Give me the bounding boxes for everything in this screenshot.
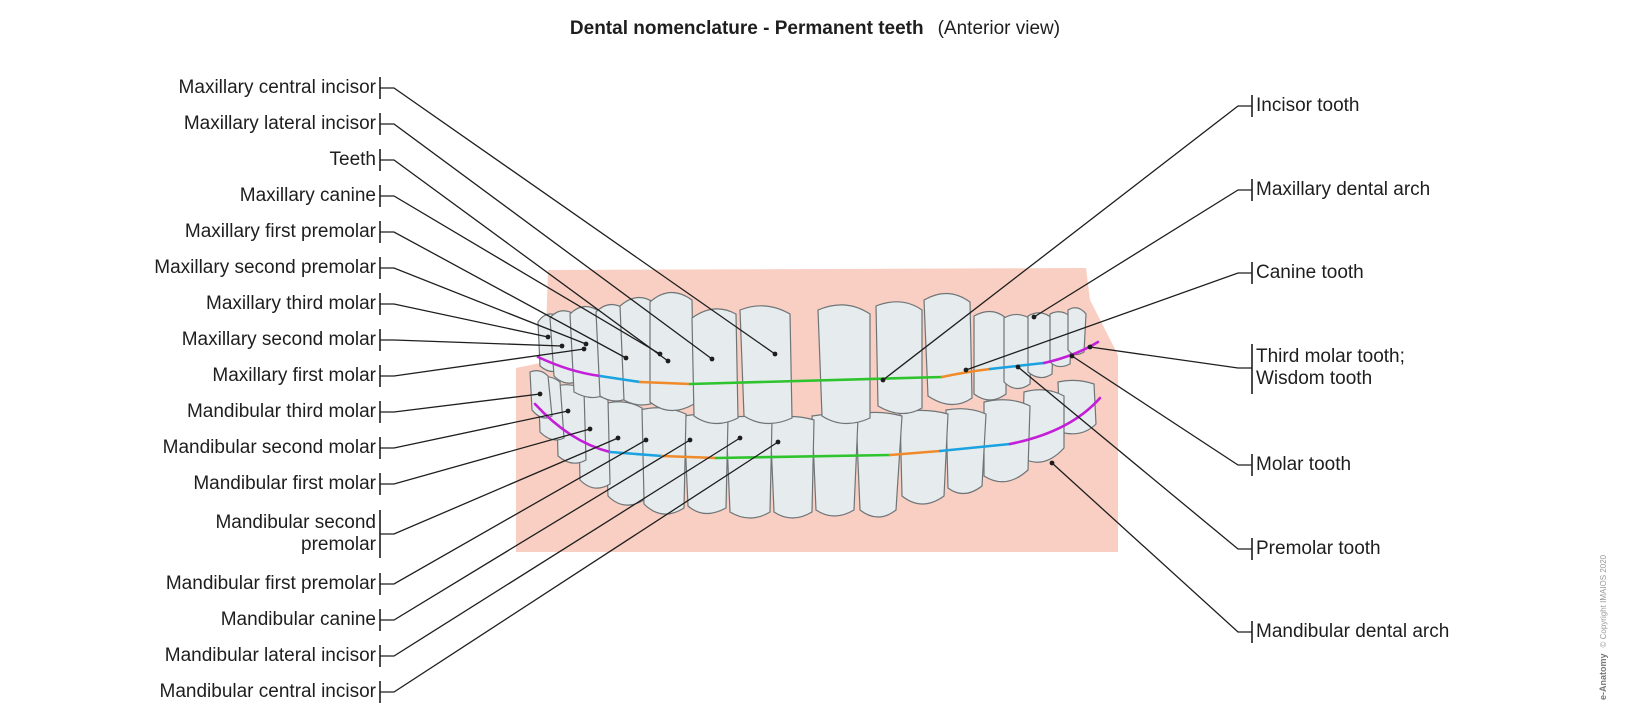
page-subtitle: (Anterior view): [937, 18, 1061, 39]
mandibular-canine-segment-left: [660, 454, 718, 460]
maxillary-lateral-incisor-left: [691, 308, 739, 425]
mandibular-third-molar-right: [1057, 379, 1097, 435]
mandibular-second-premolar-right: [945, 408, 987, 495]
label-maxillary-second-molar: Maxillary second molar: [181, 329, 376, 350]
left-leader-lines: [380, 87, 779, 693]
mandibular-second-molar-right: [1021, 389, 1065, 463]
label-maxillary-third-molar: Maxillary third molar: [206, 293, 376, 314]
mandibular-central-incisor-left: [725, 415, 773, 519]
mandibular-first-molar-left: [555, 384, 587, 464]
label-maxillary-canine: Maxillary canine: [239, 185, 376, 206]
watermark: e-Anatomy © Copyright IMAIOS 2020: [1598, 555, 1608, 700]
label-mandibular-second-molar: Mandibular second molar: [162, 437, 376, 458]
maxillary-canine-right: [923, 292, 973, 406]
maxillary-central-incisor-right: [817, 304, 871, 425]
mandibular-premolar-segment-right: [938, 442, 1012, 453]
label-mandibular-canine: Mandibular canine: [220, 609, 376, 630]
maxillary-canine-segment-right: [940, 367, 992, 379]
watermark-brand: e-Anatomy: [1598, 653, 1608, 700]
mandibular-incisor-segment: [714, 453, 892, 460]
label-maxillary-first-molar: Maxillary first molar: [212, 365, 376, 386]
mandibular-central-incisor-right: [769, 415, 815, 519]
label-incisor-tooth: Incisor tooth: [1256, 95, 1360, 116]
maxillary-lateral-incisor-right: [875, 301, 923, 415]
diagram-title: Dental nomenclature - Permanent teeth (An…: [0, 18, 1630, 40]
label-premolar-tooth: Premolar tooth: [1256, 538, 1381, 559]
label-maxillary-dental-arch: Maxillary dental arch: [1256, 179, 1431, 200]
mandibular-teeth: [529, 370, 1097, 519]
mandibular-lateral-incisor-right: [811, 413, 859, 517]
page-title: Dental nomenclature - Permanent teeth: [569, 18, 924, 39]
label-mandibular-lateral-incisor: Mandibular lateral incisor: [164, 645, 376, 666]
mandibular-molar-segment-right: [1008, 396, 1102, 446]
label-canine-tooth: Canine tooth: [1256, 262, 1364, 283]
label-mandibular-third-molar: Mandibular third molar: [186, 401, 376, 422]
mandibular-molar-segment-left: [533, 402, 612, 454]
label-molar-tooth: Molar tooth: [1256, 454, 1352, 475]
mandibular-first-premolar-right: [899, 409, 949, 505]
mandibular-first-molar-right: [983, 399, 1031, 483]
mandibular-premolar-segment-left: [608, 450, 664, 458]
label-mandibular-first-molar: Mandibular first molar: [193, 473, 376, 494]
label-mandibular-dental-arch: Mandibular dental arch: [1256, 621, 1450, 642]
label-mandibular-central-incisor: Mandibular central incisor: [159, 681, 377, 702]
maxillary-incisor-segment: [688, 375, 944, 386]
maxillary-canine-segment-left: [638, 380, 692, 386]
label-teeth: Teeth: [329, 149, 376, 170]
maxillary-central-incisor-left: [739, 305, 793, 425]
pointer-dots: [537, 314, 1093, 466]
mandibular-canine-right: [855, 411, 903, 518]
mandibular-canine-left: [639, 407, 687, 515]
maxillary-first-premolar-right: [973, 310, 1007, 401]
label-maxillary-lateral-incisor: Maxillary lateral incisor: [183, 113, 376, 134]
maxillary-third-molar-right: [1067, 307, 1087, 356]
maxillary-teeth: [537, 291, 1087, 425]
mandibular-canine-segment-right: [888, 449, 942, 457]
label-mandibular-first-premolar: Mandibular first premolar: [165, 573, 376, 594]
watermark-copyright: © Copyright IMAIOS 2020: [1599, 554, 1608, 648]
label-maxillary-first-premolar: Maxillary first premolar: [184, 221, 376, 242]
label-maxillary-central-incisor: Maxillary central incisor: [178, 77, 376, 98]
mandibular-arch-line: [533, 396, 1102, 460]
label-maxillary-second-premolar: Maxillary second premolar: [154, 257, 376, 278]
maxillary-molar-segment-left: [536, 355, 602, 378]
right-leader-lines: [882, 105, 1252, 633]
maxillary-premolar-segment-left: [598, 374, 642, 384]
label-third-molar-tooth: Third molar tooth; Wisdom tooth: [1256, 346, 1405, 389]
maxillary-second-molar-right: [1049, 311, 1073, 368]
label-mandibular-second-premolar: Mandibular second premolar: [215, 512, 376, 555]
